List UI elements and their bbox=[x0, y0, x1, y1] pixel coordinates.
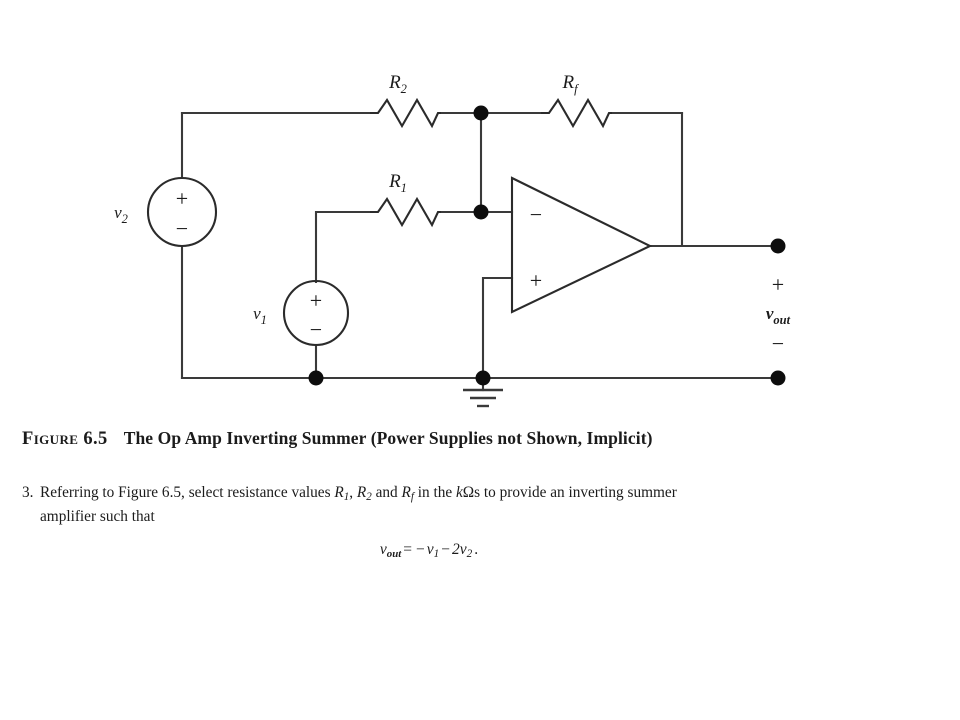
problem-r1-subscript: 1 bbox=[343, 491, 350, 504]
problem-r2-subscript: 2 bbox=[366, 491, 372, 504]
equation-period: . bbox=[474, 541, 479, 559]
voltage-source-v2-label: v2 bbox=[114, 203, 128, 226]
problem-r1-symbol: R bbox=[334, 484, 344, 501]
equation-coefficient: 2 bbox=[451, 541, 460, 559]
equation-negation: − bbox=[416, 541, 425, 559]
wire-v1-to-r1 bbox=[314, 210, 372, 284]
node-dot-summing-top bbox=[473, 105, 489, 121]
vout-minus-sign: − bbox=[772, 331, 784, 356]
equation-equals: = bbox=[403, 541, 413, 559]
terminal-dot-vout-negative bbox=[770, 370, 786, 386]
problem-line1-c: s to provide an inverting summer bbox=[474, 484, 677, 501]
problem-r2-symbol: R bbox=[356, 484, 367, 501]
problem-line2: amplifier such that bbox=[40, 507, 155, 525]
resistor-rf: Rf bbox=[541, 72, 612, 129]
figure-caption-block: Figure 6.5 The Op Amp Inverting Summer (P… bbox=[22, 428, 938, 450]
resistor-r2-label: R2 bbox=[388, 72, 407, 96]
vout-label: vout bbox=[766, 304, 791, 327]
wire-noninverting-to-ground bbox=[481, 276, 514, 380]
equation-term1-subscript: 1 bbox=[433, 548, 440, 561]
figure-caption-label: Figure bbox=[22, 429, 79, 449]
resistor-rf-label: Rf bbox=[561, 72, 579, 96]
resistor-r1-label: R1 bbox=[388, 171, 407, 195]
node-dot-summing-input bbox=[473, 204, 489, 220]
node-dot-ground bbox=[475, 370, 491, 386]
problem-line1-b: in the bbox=[413, 484, 456, 501]
problem-rf-symbol: R bbox=[401, 484, 411, 501]
voltage-source-v2: + − v2 bbox=[114, 176, 218, 248]
circuit-diagram: R2 Rf R1 + − v2 + bbox=[114, 72, 791, 408]
terminal-dot-vout-positive bbox=[770, 238, 786, 254]
equation-term2-subscript: 2 bbox=[466, 548, 473, 561]
equation-lhs: v bbox=[379, 541, 387, 559]
figure-caption-number: 6.5 bbox=[83, 429, 108, 449]
figure-caption-text: The Op Amp Inverting Summer (Power Suppl… bbox=[123, 428, 653, 448]
equation-term2: v bbox=[459, 541, 467, 559]
v2-plus-sign: + bbox=[176, 186, 188, 211]
output-port-labels: + vout − bbox=[766, 272, 791, 356]
v2-minus-sign: − bbox=[176, 216, 188, 241]
op-amp: − + bbox=[510, 176, 653, 314]
op-amp-noninverting-input-label: + bbox=[530, 268, 542, 293]
op-amp-inverting-input-label: − bbox=[530, 202, 542, 227]
resistor-r2: R2 bbox=[370, 72, 441, 129]
problem-line1-a: Referring to Figure 6.5, select resistan… bbox=[40, 484, 335, 501]
problem-equation: vout=−v1−2v2. bbox=[22, 539, 928, 563]
problem-row: 3. Referring to Figure 6.5, select resis… bbox=[22, 482, 928, 527]
problem-sep1: , bbox=[349, 484, 357, 501]
equation-term1: v bbox=[426, 541, 434, 559]
voltage-source-v1-label: v1 bbox=[253, 304, 267, 327]
problem-statement: Referring to Figure 6.5, select resistan… bbox=[40, 482, 928, 527]
voltage-source-v1: + − v1 bbox=[253, 279, 350, 347]
problem-sep2: and bbox=[371, 484, 402, 501]
problem-number: 3. bbox=[22, 484, 34, 501]
vout-plus-sign: + bbox=[772, 272, 784, 297]
equation-lhs-subscript: out bbox=[386, 548, 402, 561]
equation-minus: − bbox=[441, 541, 450, 559]
problem-rf-subscript: f bbox=[410, 491, 414, 504]
problem-kilo-symbol: k bbox=[455, 484, 463, 501]
v1-minus-sign: − bbox=[310, 317, 322, 342]
problem-ohm-symbol: Ω bbox=[462, 484, 475, 501]
resistor-r1: R1 bbox=[370, 171, 441, 228]
figure-caption: Figure 6.5 The Op Amp Inverting Summer (P… bbox=[22, 428, 938, 450]
node-dot-v1-bottom bbox=[308, 370, 324, 386]
v1-plus-sign: + bbox=[310, 288, 322, 313]
problem-block: 3. Referring to Figure 6.5, select resis… bbox=[22, 482, 928, 563]
